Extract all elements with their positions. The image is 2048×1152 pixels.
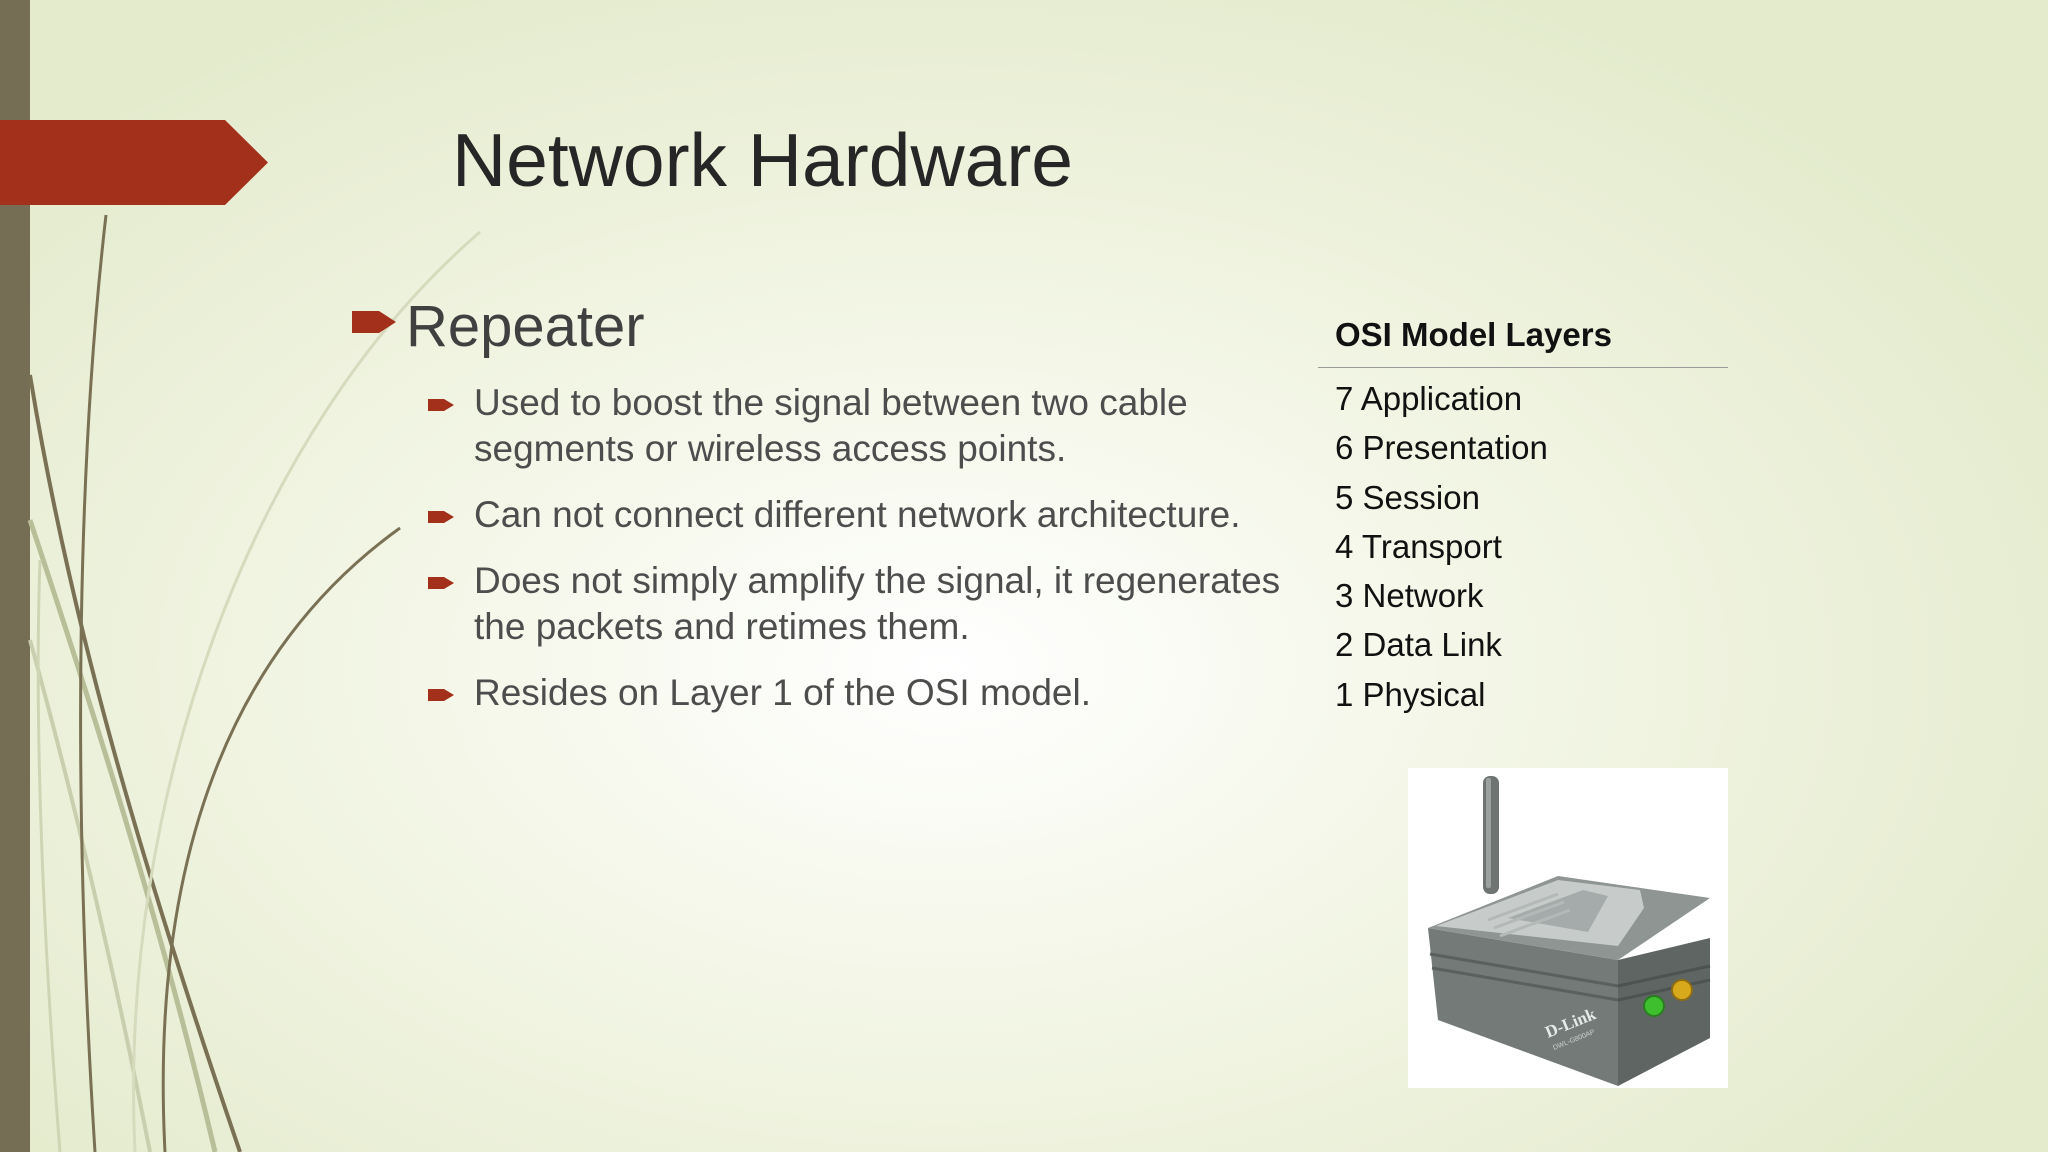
decorative-swooshes — [27, 214, 481, 1152]
table-row: 6 Presentation — [1335, 429, 1548, 467]
bullet-arrow-icon — [428, 575, 454, 596]
wireless-repeater-icon: D-Link DWL-G800AP — [1428, 776, 1711, 1086]
bullet-arrow-icon — [428, 397, 454, 418]
table-row: 5 Session — [1335, 478, 1480, 516]
list-item-text: Can not connect different network archit… — [474, 494, 1241, 535]
list-item-text: Does not simply amplify the signal, it r… — [474, 560, 1281, 647]
table-row: 1 Physical — [1335, 675, 1486, 713]
osi-layers-table: OSI Model Layers 7 Application 6 Present… — [1318, 305, 1728, 719]
list-item: Can not connect different network archit… — [428, 492, 1298, 538]
list-item: Does not simply amplify the signal, it r… — [428, 558, 1298, 650]
list-item-text: Resides on Layer 1 of the OSI model. — [474, 672, 1092, 713]
sub-bullet-list: Used to boost the signal between two cab… — [428, 380, 1298, 736]
repeater-device-image: D-Link DWL-G800AP — [1408, 768, 1728, 1088]
main-bullet: Repeater — [352, 290, 645, 364]
title-arrow-banner — [0, 120, 268, 205]
osi-layer-list: 7 Application 6 Presentation 5 Session 4… — [1318, 368, 1728, 719]
bullet-arrow-icon — [428, 509, 454, 530]
table-row: 7 Application — [1335, 380, 1523, 417]
bullet-arrow-icon — [352, 307, 396, 342]
table-row: 4 Transport — [1335, 527, 1502, 565]
slide-title: Network Hardware — [452, 118, 1074, 202]
osi-table-heading: OSI Model Layers — [1318, 305, 1728, 368]
list-item: Used to boost the signal between two cab… — [428, 380, 1298, 472]
bullet-arrow-icon — [428, 687, 454, 708]
table-row: 2 Data Link — [1335, 626, 1502, 664]
list-item-text: Used to boost the signal between two cab… — [474, 382, 1188, 469]
table-row: 3 Network — [1335, 577, 1484, 615]
list-item: Resides on Layer 1 of the OSI model. — [428, 670, 1298, 716]
main-bullet-label: Repeater — [406, 294, 645, 359]
